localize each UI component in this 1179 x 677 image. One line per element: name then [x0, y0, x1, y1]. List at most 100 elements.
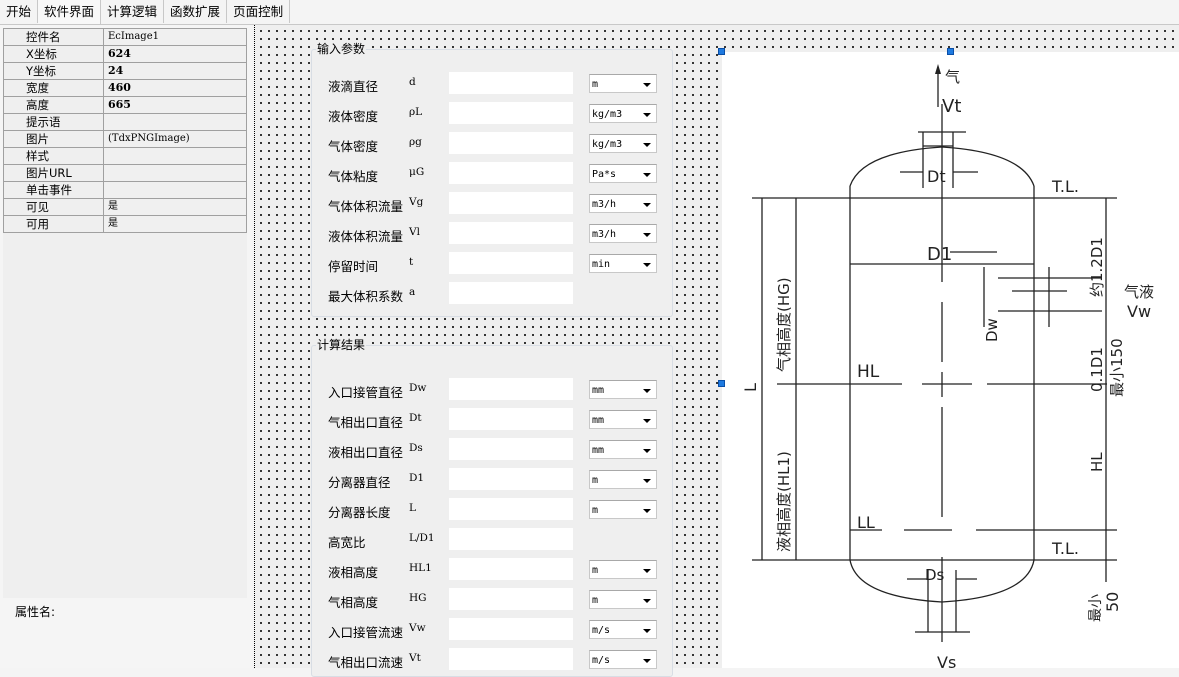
property-row[interactable]: 图片URL [3, 164, 247, 182]
unit-select[interactable]: m [589, 500, 657, 519]
diagram-min-label: 最小 [1088, 594, 1104, 622]
property-row[interactable]: 可见是 [3, 198, 247, 216]
unit-select[interactable]: kg/m3 [589, 134, 657, 153]
unit-value: m3/h [592, 229, 617, 240]
chevron-down-icon [643, 143, 651, 147]
design-canvas[interactable]: 输入参数 计算结果 [254, 25, 1179, 677]
chevron-down-icon [643, 203, 651, 207]
unit-select[interactable]: m/s [589, 650, 657, 669]
property-key: 图片URL [3, 164, 104, 182]
property-value[interactable]: (TdxPNGImage) [103, 130, 247, 148]
property-row[interactable]: 可用是 [3, 215, 247, 233]
field-label: 气相出口直径 [328, 415, 404, 430]
unit-select[interactable]: mm [589, 410, 657, 429]
field-label: 停留时间 [328, 259, 379, 274]
field-input[interactable] [449, 132, 573, 154]
chevron-down-icon [643, 449, 651, 453]
diagram-l-label: L [741, 383, 760, 392]
property-value[interactable]: 是 [103, 198, 247, 216]
property-value[interactable] [103, 181, 247, 199]
chevron-down-icon [643, 83, 651, 87]
property-key: 高度 [3, 96, 104, 114]
unit-select[interactable]: m [589, 74, 657, 93]
separator-diagram-image[interactable]: 气 Vt Dt T.L. D1 HL LL T.L. Ds 气液 Vw Vs L… [722, 52, 1179, 668]
field-symbol: Dt [409, 412, 422, 424]
field-input[interactable] [449, 378, 573, 400]
chevron-down-icon [643, 389, 651, 393]
field-label: 液滴直径 [328, 79, 379, 94]
field-label: 入口接管流速 [328, 625, 404, 640]
tab-4[interactable]: 页面控制 [227, 0, 291, 23]
chevron-down-icon [643, 479, 651, 483]
unit-select[interactable]: m [589, 470, 657, 489]
unit-select[interactable]: kg/m3 [589, 104, 657, 123]
property-value[interactable]: 624 [103, 45, 247, 63]
property-value[interactable]: 是 [103, 215, 247, 233]
field-input[interactable] [449, 528, 573, 550]
property-row[interactable]: 单击事件 [3, 181, 247, 199]
property-value[interactable]: 460 [103, 79, 247, 97]
resize-handle-tl[interactable] [718, 48, 725, 55]
property-key: 单击事件 [3, 181, 104, 199]
field-input[interactable] [449, 72, 573, 94]
unit-select[interactable]: m/s [589, 620, 657, 639]
property-value[interactable]: 665 [103, 96, 247, 114]
field-input[interactable] [449, 102, 573, 124]
field-symbol: d [409, 76, 416, 88]
unit-select[interactable]: min [589, 254, 657, 273]
property-value[interactable] [103, 147, 247, 165]
field-input[interactable] [449, 162, 573, 184]
unit-select[interactable]: Pa*s [589, 164, 657, 183]
property-value[interactable] [103, 113, 247, 131]
diagram-inlet-label: 气液 [1124, 283, 1154, 301]
property-key: 可见 [3, 198, 104, 216]
tab-1[interactable]: 软件界面 [38, 0, 102, 24]
field-input[interactable] [449, 252, 573, 274]
chevron-down-icon [643, 509, 651, 513]
diagram-50-label: 50 [1103, 592, 1122, 612]
field-input[interactable] [449, 498, 573, 520]
field-input[interactable] [449, 558, 573, 580]
unit-select[interactable]: m [589, 590, 657, 609]
tab-3[interactable]: 函数扩展 [164, 0, 228, 23]
property-row[interactable]: 图片(TdxPNGImage) [3, 130, 247, 148]
field-label: 高宽比 [328, 535, 366, 550]
field-symbol: Dw [409, 382, 427, 394]
field-input[interactable] [449, 282, 573, 304]
unit-select[interactable]: m3/h [589, 224, 657, 243]
field-input[interactable] [449, 438, 573, 460]
field-input[interactable] [449, 588, 573, 610]
tab-0[interactable]: 开始 [0, 0, 39, 23]
results-title: 计算结果 [316, 336, 367, 353]
field-input[interactable] [449, 618, 573, 640]
tab-2[interactable]: 计算逻辑 [101, 0, 165, 23]
property-key: 可用 [3, 215, 104, 233]
field-input[interactable] [449, 222, 573, 244]
unit-select[interactable]: m3/h [589, 194, 657, 213]
diagram-ll-label: LL [857, 513, 875, 532]
field-input[interactable] [449, 468, 573, 490]
property-row[interactable]: 提示语 [3, 113, 247, 131]
field-input[interactable] [449, 192, 573, 214]
property-row[interactable]: 样式 [3, 147, 247, 165]
property-value[interactable] [103, 164, 247, 182]
resize-handle-left[interactable] [718, 380, 725, 387]
field-input[interactable] [449, 648, 573, 670]
unit-select[interactable]: mm [589, 440, 657, 459]
diagram-tl-bottom-label: T.L. [1051, 539, 1079, 558]
property-key: 控件名 [3, 28, 104, 46]
property-value[interactable]: EcImage1 [103, 28, 247, 46]
unit-select[interactable]: mm [589, 380, 657, 399]
diagram-gas-label: 气 [945, 68, 960, 86]
field-input[interactable] [449, 408, 573, 430]
unit-select[interactable]: m [589, 560, 657, 579]
field-label: 入口接管直径 [328, 385, 404, 400]
resize-handle-top[interactable] [947, 48, 954, 55]
diagram-min150-label: 最小150 [1108, 338, 1126, 397]
property-value[interactable]: 24 [103, 62, 247, 80]
